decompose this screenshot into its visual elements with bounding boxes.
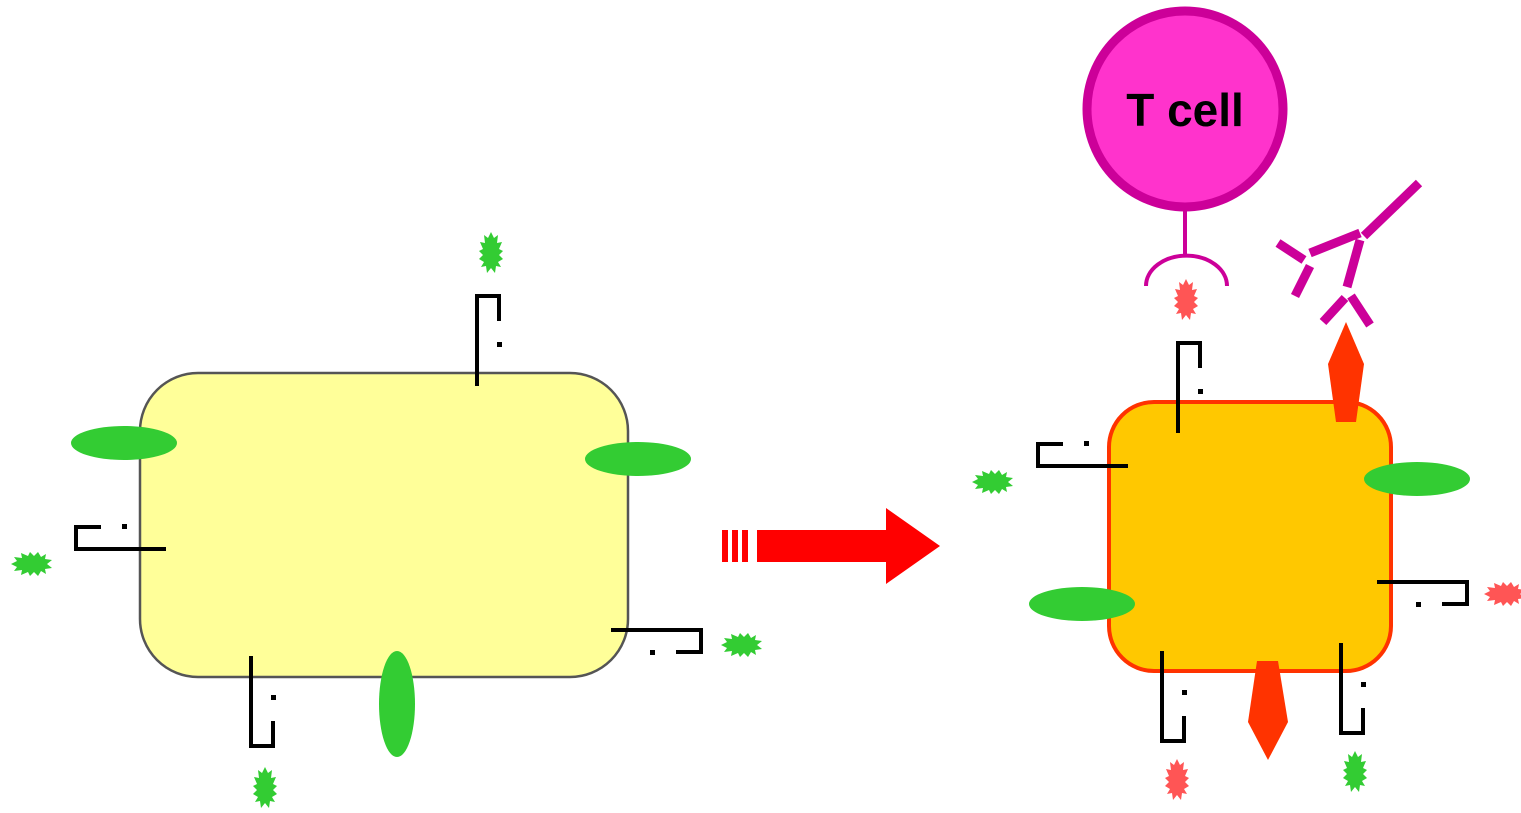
activated-cell-body (1107, 400, 1393, 673)
green-molecule-top-left (71, 426, 177, 460)
t-cell-label: T cell (1126, 84, 1244, 136)
red-antigen-top (1174, 279, 1198, 320)
resting-cell-body (138, 371, 630, 679)
red-antigen-right (1484, 582, 1521, 606)
green-antigen-top (479, 232, 503, 273)
green-antigen-right (721, 633, 762, 657)
resting-cell-group (11, 232, 762, 808)
green-antigen-activated-bottom (1343, 751, 1367, 792)
activated-green-molecule-left (1029, 587, 1135, 621)
green-antigen-activated-left (972, 470, 1013, 494)
t-cell: T cell (1082, 6, 1288, 287)
activated-cell-group: T cell (972, 6, 1521, 800)
red-antigen-bottom (1165, 759, 1189, 800)
t-cell-receptor (1144, 253, 1229, 287)
transition-arrow (722, 508, 940, 584)
green-antigen-bottom (253, 767, 277, 808)
green-antigen-left (11, 552, 52, 576)
secreted-molecule-down (1248, 661, 1288, 760)
activated-green-molecule-right (1364, 462, 1470, 496)
antibody (1275, 179, 1423, 328)
secreted-molecule-up (1328, 322, 1364, 422)
green-molecule-top-right (585, 442, 691, 476)
green-molecule-bottom (379, 651, 415, 757)
